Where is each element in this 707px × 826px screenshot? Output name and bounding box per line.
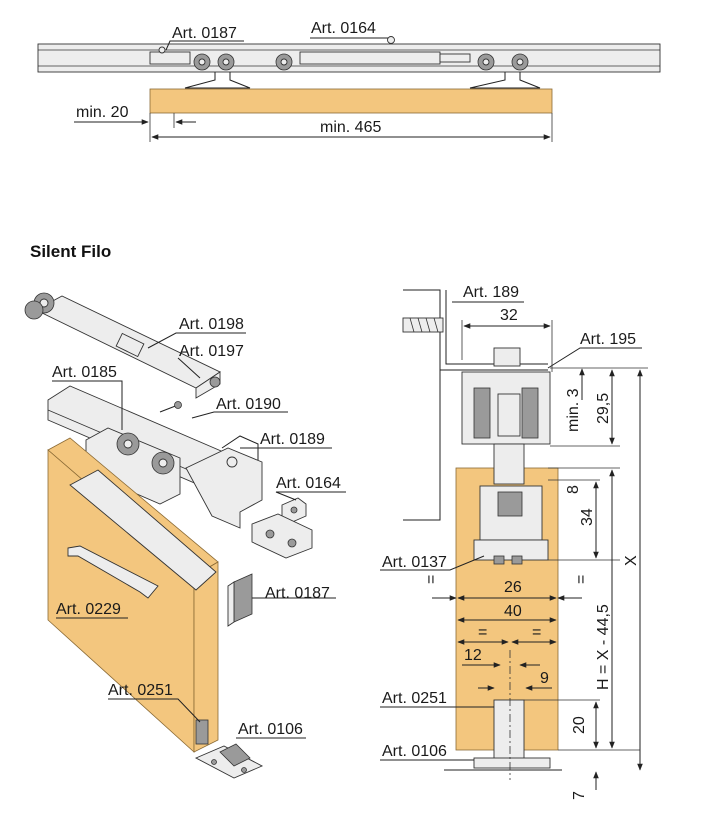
clip-part xyxy=(251,513,313,559)
dim-eq-right: = xyxy=(573,575,590,584)
end-cap-0187 xyxy=(227,573,253,627)
dim-7: 7 xyxy=(571,791,588,800)
dim-12: 12 xyxy=(464,647,482,664)
top-view: Art. 0187 Art. 0164 min. 20 min. 465 xyxy=(37,20,661,142)
dim-26: 26 xyxy=(504,579,522,596)
callout-0185: Art. 0185 xyxy=(52,364,117,381)
top-dim-min465: min. 465 xyxy=(320,119,381,136)
callout-0229: Art. 0229 xyxy=(56,601,121,618)
section-callout-0106: Art. 0106 xyxy=(382,743,447,760)
dim-H: H = X - 44,5 xyxy=(595,604,612,690)
callout-0164: Art. 0164 xyxy=(276,475,341,492)
top-door-panel xyxy=(149,88,553,114)
top-callout-0164: Art. 0164 xyxy=(311,20,376,37)
top-dim-min20: min. 20 xyxy=(76,104,129,121)
dim-eq-b: = xyxy=(532,624,541,641)
callout-0190: Art. 0190 xyxy=(216,396,281,413)
dim-X: X xyxy=(623,555,640,566)
dim-20: 20 xyxy=(571,716,588,734)
door-panel-0229 xyxy=(47,437,219,753)
dim-32: 32 xyxy=(500,307,518,324)
bracket-0189 xyxy=(185,435,263,529)
callout-0187: Art. 0187 xyxy=(265,585,330,602)
dim-eq-a: = xyxy=(478,624,487,641)
dim-min3: min. 3 xyxy=(565,388,582,432)
section-callout-189: Art. 189 xyxy=(463,284,519,301)
floor-guide-0106 xyxy=(194,743,264,779)
dim-8: 8 xyxy=(565,485,582,494)
track-profile-section xyxy=(461,347,551,445)
callout-0251: Art. 0251 xyxy=(108,682,173,699)
callout-0189: Art. 0189 xyxy=(260,431,325,448)
dim-29-5: 29,5 xyxy=(595,393,612,424)
cross-section-view: 32 min. 3 29,5 8 34 X H = X - 44,5 20 7 … xyxy=(380,284,648,800)
callout-0106: Art. 0106 xyxy=(238,721,303,738)
dim-40: 40 xyxy=(504,603,522,620)
top-rail-hardware xyxy=(149,36,541,89)
dim-34: 34 xyxy=(579,508,596,526)
carriage-assembly-0198 xyxy=(24,292,221,399)
top-callout-0187: Art. 0187 xyxy=(172,25,237,42)
dim-9: 9 xyxy=(540,670,549,687)
exploded-view: Art. 0198 Art. 0197 Art. 0185 Art. 0190 … xyxy=(24,292,346,779)
section-callout-195: Art. 195 xyxy=(580,331,636,348)
callout-0197: Art. 0197 xyxy=(179,343,244,360)
section-hanger xyxy=(473,443,549,565)
section-title: Silent Filo xyxy=(30,242,111,261)
section-callout-0137: Art. 0137 xyxy=(382,554,447,571)
callout-0198: Art. 0198 xyxy=(179,316,244,333)
trolley-0185 xyxy=(85,427,181,505)
dim-eq-left: = xyxy=(423,575,440,584)
section-callout-0251: Art. 0251 xyxy=(382,690,447,707)
